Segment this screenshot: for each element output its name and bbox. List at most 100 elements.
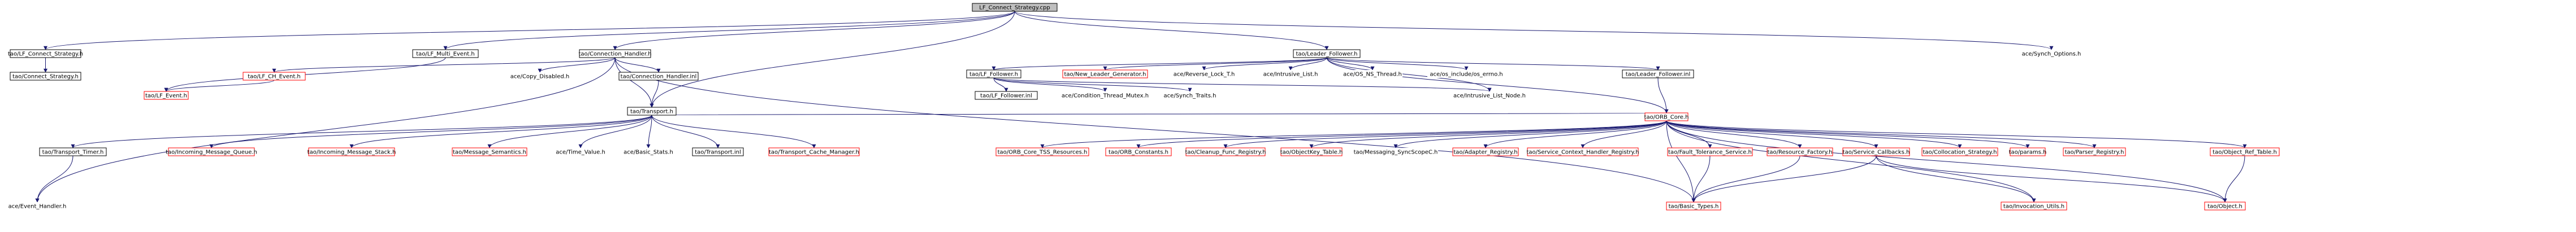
graph-node-ch-inl[interactable]: tao/Connection_Handler.inl [618, 72, 699, 81]
node-label: tao/params.h [2009, 150, 2047, 156]
graph-node-colloc[interactable]: tao/Collocation_Strategy.h [1921, 147, 1998, 156]
graph-node-imq[interactable]: tao/Incoming_Message_Queue.h [166, 147, 257, 156]
graph-node-ch[interactable]: tao/Connection_Handler.h [578, 49, 652, 58]
graph-node-tcm[interactable]: tao/Transport_Cache_Manager.h [768, 147, 860, 156]
node-box [1185, 147, 1266, 156]
graph-node-bs: ace/Basic_Stats.h [622, 148, 675, 156]
node-box [10, 72, 81, 81]
graph-node-iu[interactable]: tao/Invocation_Utils.h [2001, 202, 2067, 211]
graph-node-il: ace/Intrusive_List.h [1263, 70, 1318, 78]
node-box [622, 148, 675, 156]
graph-node-pr[interactable]: tao/Parser_Registry.h [2063, 147, 2126, 156]
graph-node-cfr[interactable]: tao/Cleanup_Func_Registry.h [1185, 147, 1266, 156]
graph-node-lfme[interactable]: tao/LF_Multi_Event.h [412, 49, 479, 58]
node-box [692, 147, 744, 156]
node-label: LF_Connect_Strategy.cpp [979, 5, 1050, 11]
graph-node-scb[interactable]: tao/Service_Callbacks.h [1842, 147, 1910, 156]
edge-lf-h-to-lff [992, 57, 1327, 71]
node-label: tao/LF_Follower.h [969, 72, 1018, 78]
edge-root-to-lfcs-h [44, 11, 1015, 50]
graph-node-orbc[interactable]: tao/ORB_Constants.h [1105, 147, 1172, 156]
graph-node-rf[interactable]: tao/Resource_Factory.h [1767, 147, 1833, 156]
node-box [2063, 147, 2126, 156]
edge-orbcore-to-schr [1581, 120, 1667, 148]
graph-node-params[interactable]: tao/params.h [2009, 147, 2047, 156]
node-box [452, 147, 527, 156]
edge-rf-to-bt [1691, 155, 1800, 203]
graph-node-transport[interactable]: tao/Transport.h [627, 107, 677, 116]
edge-orbcore-to-ort [1666, 120, 2247, 148]
node-box [1343, 70, 1402, 78]
graph-node-msc: tao/Messaging_SyncScopeC.h [1353, 148, 1438, 156]
node-label: tao/Message_Semantics.h [453, 150, 526, 156]
graph-node-lf-inl[interactable]: tao/Leader_Follower.inl [1622, 69, 1694, 78]
node-label: tao/LF_Follower.inl [980, 93, 1032, 99]
edge-orbcore-to-obj [1666, 120, 2227, 203]
node-label: ace/Basic_Stats.h [624, 150, 673, 156]
node-label: ace/Synch_Traits.h [1164, 93, 1216, 99]
graph-node-root[interactable]: LF_Connect_Strategy.cpp [972, 3, 1058, 12]
node-label: tao/Basic_Types.h [1669, 204, 1719, 210]
graph-node-schr[interactable]: tao/Service_Context_Handler_Registry.h [1526, 147, 1639, 156]
edge-root-to-synch-opts [1014, 11, 2054, 50]
edge-lff-to-st [993, 77, 1192, 92]
graph-node-lff[interactable]: tao/LF_Follower.h [966, 69, 1021, 78]
graph-node-fts[interactable]: tao/Fault_Tolerance_Service.h [1667, 147, 1753, 156]
node-box [509, 72, 571, 80]
node-box [1062, 69, 1148, 78]
graph-node-tssres[interactable]: tao/ORB_Core_TSS_Resources.h [995, 147, 1089, 156]
edge-ch-to-bt [614, 57, 1696, 203]
graph-node-lff-inl[interactable]: tao/LF_Follower.inl [975, 91, 1038, 100]
node-label: tao/LF_Event.h [145, 93, 187, 99]
graph-node-okt[interactable]: tao/ObjectKey_Table.h [1280, 147, 1343, 156]
node-box [579, 49, 651, 58]
edge-orbcore-to-msc [1393, 120, 1667, 148]
node-box [618, 72, 699, 81]
node-box [1162, 91, 1218, 99]
edge-orbcore-to-colloc [1666, 120, 1962, 148]
graph-node-cs-h[interactable]: tao/Connect_Strategy.h [10, 72, 81, 81]
edge-lfce-to-lfev [164, 80, 275, 92]
graph-node-lfce[interactable]: tao/LF_CH_Event.h [243, 72, 306, 81]
edge-lff-to-iln [993, 77, 1492, 92]
node-label: tao/ORB_Constants.h [1109, 150, 1168, 156]
node-label: tao/Invocation_Utils.h [2003, 204, 2064, 210]
node-box [1173, 70, 1235, 78]
graph-node-bt[interactable]: tao/Basic_Types.h [1666, 202, 1721, 211]
node-box [1427, 70, 1505, 78]
edge-ort-to-obj [2223, 155, 2245, 203]
graph-node-t-inl[interactable]: tao/Transport.inl [692, 147, 744, 156]
graph-node-lfcs-h[interactable]: tao/LF_Connect_Strategy.h [8, 49, 83, 58]
node-box [2210, 147, 2280, 156]
edge-orbcore-to-rf [1666, 120, 1802, 148]
node-label: tao/Incoming_Message_Stack.h [308, 150, 396, 156]
node-box [1921, 147, 1998, 156]
graph-node-nlg[interactable]: tao/New_Leader_Generator.h [1062, 69, 1148, 78]
edge-scb-to-bt [1691, 155, 1877, 203]
edge-transport-to-bs [646, 115, 652, 148]
edge-ch-to-eh [35, 57, 616, 203]
node-label: tao/Object.h [2207, 204, 2242, 210]
node-box [975, 91, 1038, 100]
graph-node-msem[interactable]: tao/Message_Semantics.h [452, 147, 527, 156]
graph-node-tt[interactable]: tao/Transport_Timer.h [39, 147, 107, 156]
graph-node-adreg[interactable]: tao/Adapter_Registry.h [1452, 147, 1519, 156]
graph-node-obj[interactable]: tao/Object.h [2204, 202, 2246, 211]
node-box [554, 148, 607, 156]
edge-ch-inl-to-transport [650, 80, 659, 108]
graph-node-ort[interactable]: tao/Object_Ref_Table.h [2210, 147, 2280, 156]
node-label: ace/Intrusive_List.h [1263, 72, 1318, 78]
graph-node-lfev[interactable]: tao/LF_Event.h [144, 91, 189, 100]
node-box [1293, 49, 1361, 58]
edge-lf-inl-to-orbcore [1657, 77, 1669, 113]
node-box [995, 147, 1089, 156]
edge-orbcore-to-cfr [1223, 120, 1667, 148]
node-label: tao/Incoming_Message_Queue.h [166, 150, 257, 156]
node-label: tao/LF_CH_Event.h [248, 74, 301, 80]
edge-orbcore-to-okt [1309, 120, 1667, 148]
graph-node-orbcore[interactable]: tao/ORB_Core.h [1644, 112, 1689, 121]
graph-node-lf-h[interactable]: tao/Leader_Follower.h [1293, 49, 1361, 58]
graph-node-ims[interactable]: tao/Incoming_Message_Stack.h [308, 147, 396, 156]
node-box [168, 147, 255, 156]
edge-ch-to-ch-inl [614, 57, 661, 73]
